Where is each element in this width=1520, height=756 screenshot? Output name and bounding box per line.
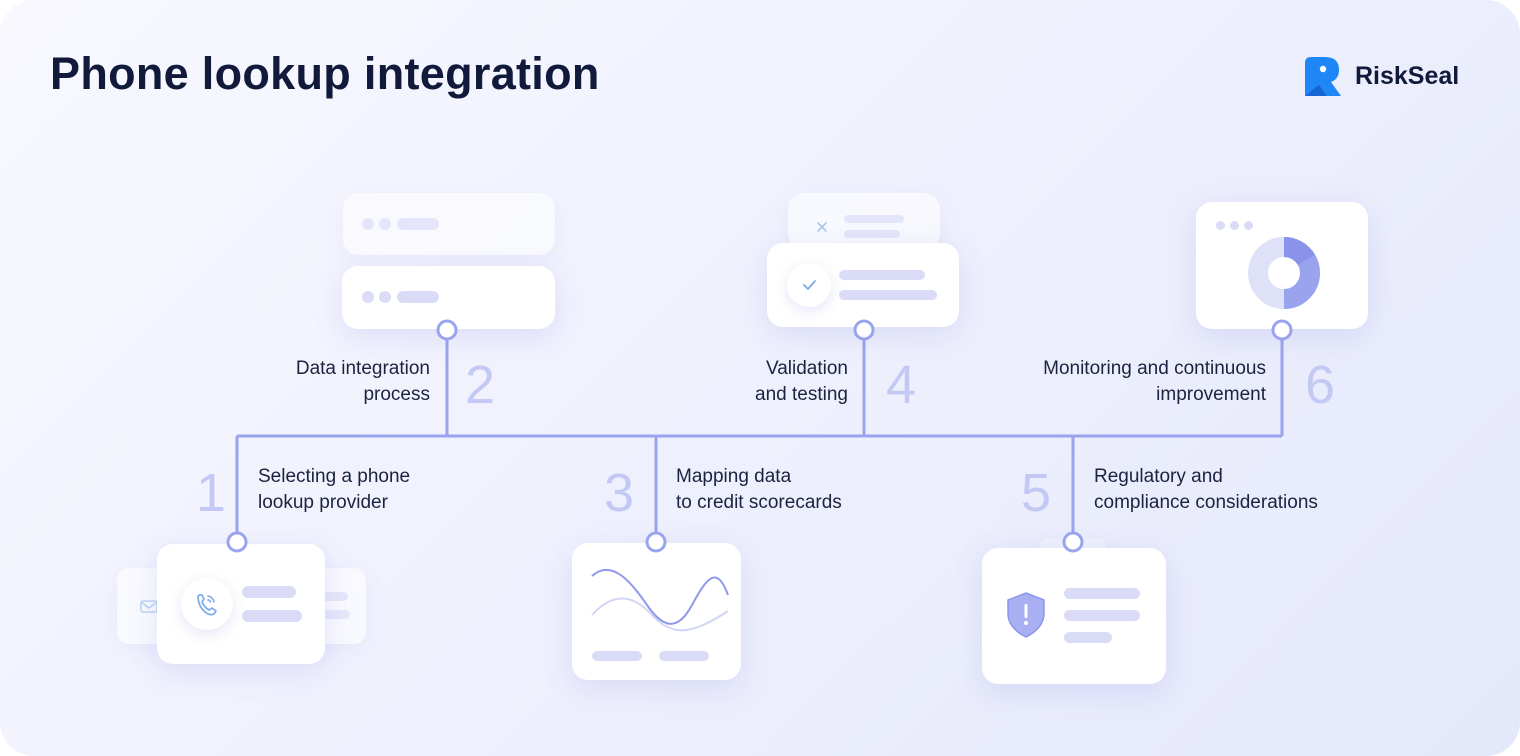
node-step-1 (226, 531, 248, 553)
donut-chart-icon (1248, 237, 1320, 309)
step-6-number: 6 (1305, 355, 1336, 415)
step-4-back-card (788, 193, 940, 249)
node-step-3 (645, 531, 667, 553)
step-3-number: 3 (604, 463, 635, 523)
step-4-number: 4 (886, 355, 917, 415)
step-2-number: 2 (465, 355, 496, 415)
node-step-2 (436, 319, 458, 341)
node-step-6 (1271, 319, 1293, 341)
step-3-label: Mapping data to credit scorecards (676, 466, 842, 513)
step-3-card (572, 543, 741, 680)
step-1-card (157, 544, 325, 664)
page-title: Phone lookup integration (50, 48, 600, 99)
riskseal-logo-icon (1305, 57, 1341, 96)
step-6-card (1196, 202, 1368, 329)
wave-chart-icon (591, 568, 729, 632)
step-4-card (767, 243, 959, 327)
cross-icon (817, 222, 827, 232)
step-2-label: Data integration process (295, 358, 430, 405)
brand-name: RiskSeal (1355, 62, 1460, 90)
step-1-number: 1 (196, 463, 227, 523)
step-2-card window-icon (342, 266, 555, 329)
shield-alert-icon (1007, 592, 1045, 638)
step-5-label: Regulatory and compliance considerations (1094, 466, 1318, 513)
node-step-4 (853, 319, 875, 341)
step-6-label: Monitoring and continuous improvement (1043, 358, 1266, 405)
step-2-back-card (343, 193, 555, 255)
brand-logo: RiskSeal (1303, 55, 1483, 99)
check-icon (787, 263, 831, 307)
phone-icon (181, 578, 233, 630)
step-5-number: 5 (1021, 463, 1052, 523)
step-4-label: Validation and testing (755, 358, 848, 405)
step-5-card (982, 548, 1166, 684)
step-1-label: Selecting a phone lookup provider (258, 466, 411, 513)
node-step-5 (1062, 531, 1084, 553)
